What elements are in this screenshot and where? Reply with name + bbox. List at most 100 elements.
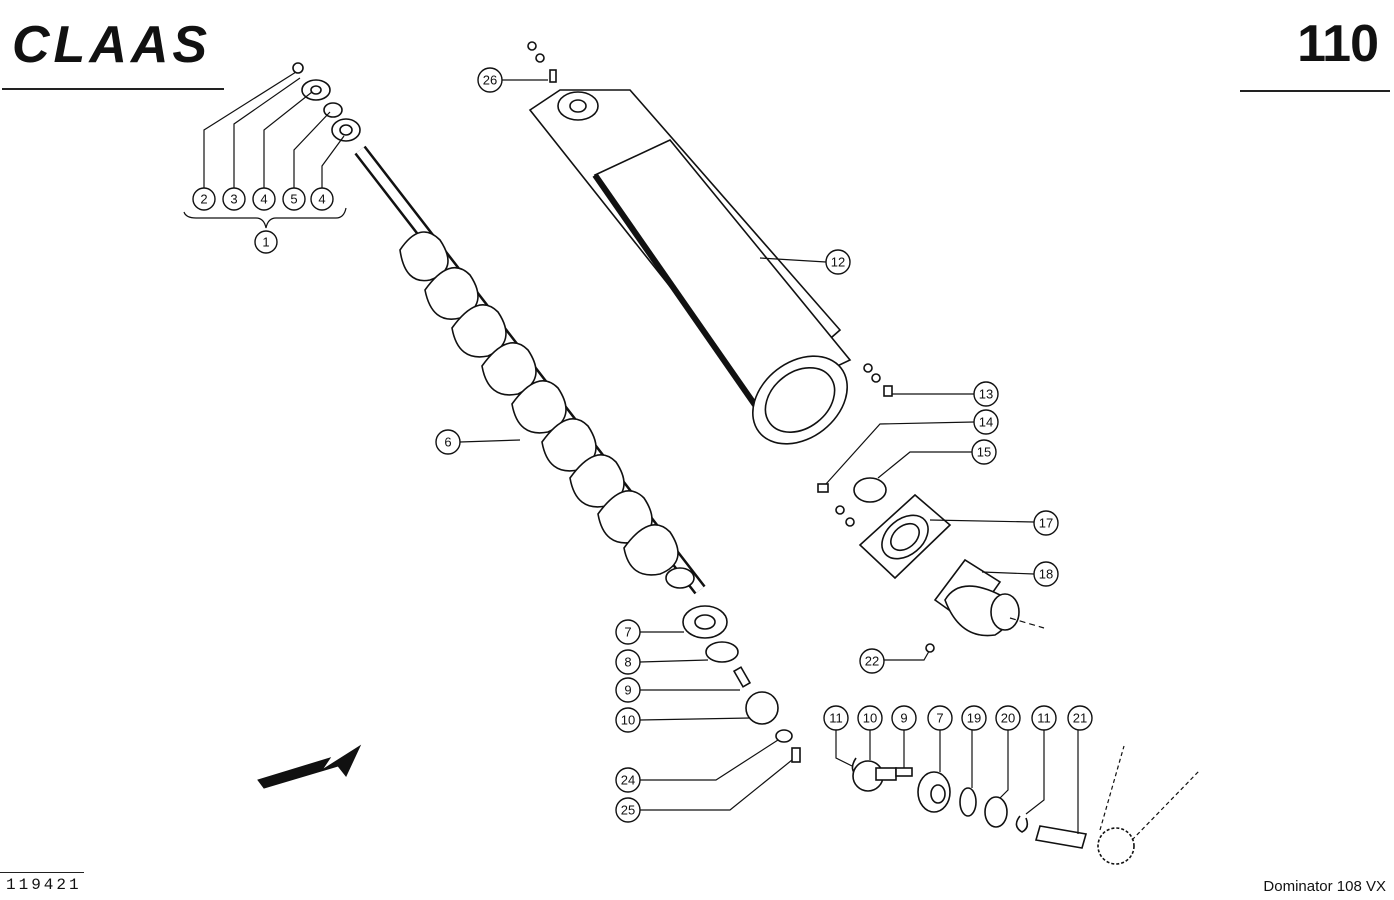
washer-13 xyxy=(871,373,881,383)
svg-text:12: 12 xyxy=(831,255,845,270)
key-9a xyxy=(732,666,752,688)
gear-hub-10b xyxy=(875,767,897,781)
callout-15: 15 xyxy=(971,439,997,465)
svg-text:10: 10 xyxy=(863,711,877,726)
leader-18 xyxy=(981,571,1035,575)
callout-5: 5 xyxy=(282,187,306,211)
leader-3 xyxy=(233,77,301,198)
svg-text:21: 21 xyxy=(1073,711,1087,726)
page-number: 110 xyxy=(1297,15,1379,73)
seal-15 xyxy=(853,477,887,503)
svg-text:5: 5 xyxy=(290,192,297,207)
callout-1: 1 xyxy=(254,230,278,254)
svg-text:18: 18 xyxy=(1039,567,1053,582)
leader-8 xyxy=(639,659,709,663)
header-rule-left xyxy=(2,88,224,90)
svg-text:7: 7 xyxy=(624,625,631,640)
leader-6 xyxy=(459,439,521,443)
leader-22 xyxy=(884,645,933,661)
svg-text:24: 24 xyxy=(621,773,635,788)
callout-24: 24 xyxy=(615,767,641,793)
callout-6: 6 xyxy=(435,429,461,455)
callout-26: 26 xyxy=(477,67,503,93)
leader-5 xyxy=(293,111,331,198)
flange-26-hole xyxy=(569,99,587,113)
washer-24 xyxy=(775,729,793,743)
claas-logo: CLAAS xyxy=(12,18,211,68)
bearing-20 xyxy=(984,796,1008,828)
bearing-7b-inner xyxy=(930,784,946,804)
gear-housing-18 xyxy=(933,558,1020,637)
callout-9b: 9 xyxy=(891,705,917,731)
direction-arrow xyxy=(257,744,362,789)
auger-tube xyxy=(528,89,852,445)
callout-9a: 9 xyxy=(615,677,641,703)
leader-14 xyxy=(825,421,975,485)
callout-10b: 10 xyxy=(857,705,883,731)
callout-19: 19 xyxy=(961,705,987,731)
svg-text:25: 25 xyxy=(621,803,635,818)
svg-text:17: 17 xyxy=(1039,516,1053,531)
nut-26 xyxy=(527,41,537,51)
callout-2: 2 xyxy=(192,187,216,211)
leader-11b xyxy=(1025,730,1045,815)
svg-text:3: 3 xyxy=(230,192,237,207)
svg-text:4: 4 xyxy=(260,192,267,207)
svg-text:22: 22 xyxy=(865,654,879,669)
callout-4a: 4 xyxy=(252,187,276,211)
bolt-25 xyxy=(791,747,801,763)
model-name: Dominator 108 VX xyxy=(1263,878,1386,895)
circlip-8 xyxy=(705,641,739,663)
svg-text:19: 19 xyxy=(967,711,981,726)
washer-small xyxy=(835,505,845,515)
chain-a xyxy=(1099,745,1125,831)
svg-text:26: 26 xyxy=(483,73,497,88)
leader-20 xyxy=(999,730,1009,799)
svg-text:9: 9 xyxy=(624,683,631,698)
callout-3: 3 xyxy=(222,187,246,211)
brand-text: CLAAS xyxy=(12,18,211,68)
bevel-gear-10a xyxy=(745,691,779,725)
callout-13: 13 xyxy=(973,381,999,407)
auger-flighting xyxy=(399,231,679,576)
svg-text:8: 8 xyxy=(624,655,631,670)
leader-24 xyxy=(640,739,779,781)
callout-22: 22 xyxy=(859,648,885,674)
leader-15 xyxy=(877,451,972,479)
callout-8: 8 xyxy=(615,649,641,675)
svg-text:13: 13 xyxy=(979,387,993,402)
callout-4b: 4 xyxy=(310,187,334,211)
bearing-flange-17 xyxy=(858,493,952,580)
key-9b xyxy=(895,767,913,777)
callout-25: 25 xyxy=(615,797,641,823)
leader-10a xyxy=(639,717,751,721)
shaft-21 xyxy=(1034,825,1088,849)
part-group-1 xyxy=(292,62,361,142)
bolt-26 xyxy=(549,69,557,83)
circlip-11b xyxy=(1015,815,1029,833)
leader-25 xyxy=(640,759,793,811)
callout-18: 18 xyxy=(1033,561,1059,587)
leader-12 xyxy=(759,257,827,263)
leader-2 xyxy=(203,71,297,198)
svg-text:11: 11 xyxy=(1037,711,1051,726)
grease-nipple-22 xyxy=(925,643,935,653)
leader-17 xyxy=(929,519,1035,523)
ring-19 xyxy=(959,787,977,817)
svg-text:10: 10 xyxy=(621,713,635,728)
callout-11b: 11 xyxy=(1031,705,1057,731)
leader-4a xyxy=(263,91,313,198)
bolt-13 xyxy=(883,385,893,397)
auger-end-hub xyxy=(665,567,695,589)
sprocket xyxy=(1097,827,1135,865)
bolt-14 xyxy=(817,483,829,493)
svg-text:15: 15 xyxy=(977,445,991,460)
centerline-18 xyxy=(1009,617,1045,629)
svg-text:9: 9 xyxy=(900,711,907,726)
callout-7a: 7 xyxy=(615,619,641,645)
callout-10a: 10 xyxy=(615,707,641,733)
svg-text:1: 1 xyxy=(262,235,269,250)
svg-text:7: 7 xyxy=(936,711,943,726)
callout-21: 21 xyxy=(1067,705,1093,731)
callout-14: 14 xyxy=(973,409,999,435)
